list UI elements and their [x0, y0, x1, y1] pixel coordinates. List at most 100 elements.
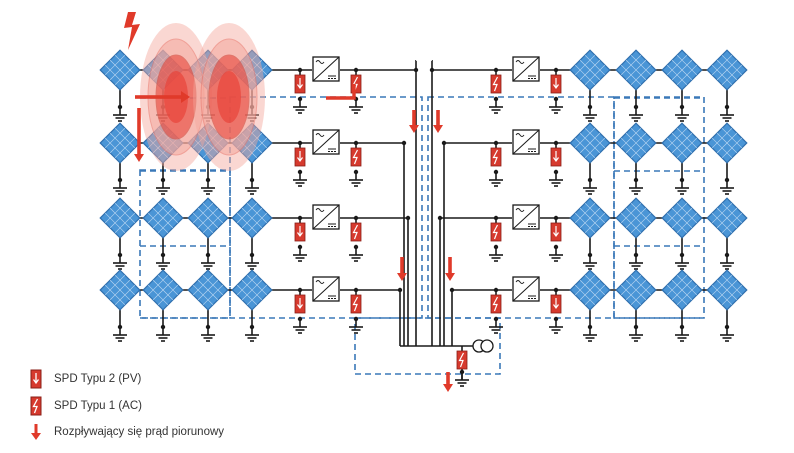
spd-symbol	[297, 151, 303, 163]
spd-type1-icon	[490, 222, 502, 242]
inverter-ac-mark	[515, 208, 525, 212]
solar-panel-cell-line	[676, 212, 698, 234]
solar-panel-cell-line	[630, 137, 652, 159]
inverter-icon	[312, 129, 340, 155]
arrow-bent-shaft	[326, 84, 356, 100]
solar-panel-cell-line	[620, 212, 642, 234]
inverter-dc-mark	[328, 223, 336, 227]
solar-panel-cell-line	[147, 212, 169, 234]
spd-type2-icon	[550, 147, 562, 167]
inverter-dc-mark	[528, 75, 536, 79]
inverter-ac-mark	[315, 280, 325, 284]
solar-panel-cell-line	[579, 59, 601, 81]
inverter-ac-mark	[315, 60, 325, 64]
inverter-icon	[512, 56, 540, 82]
spd-type2-icon	[294, 74, 306, 94]
arrow-shaft	[137, 108, 141, 155]
ground-icon	[156, 177, 170, 195]
arrow-head	[433, 125, 443, 133]
inverter-icon	[512, 204, 540, 230]
spd-type1-icon	[490, 74, 502, 94]
solar-panel-cell-line	[104, 212, 126, 234]
solar-panel-icon	[706, 49, 748, 91]
solar-panel-cell-line	[721, 212, 743, 234]
legend-spd-type1-label: SPD Typu 1 (AC)	[54, 400, 142, 412]
legend-item-current: Rozpływający się prąd piorunowy	[30, 421, 224, 443]
solar-panel-cell-line	[114, 212, 136, 234]
legend-item-spd-type2: SPD Typu 2 (PV)	[30, 368, 141, 390]
arrow-head	[443, 384, 453, 392]
spd-type2-icon	[550, 74, 562, 94]
inverter-diagonal	[312, 129, 340, 155]
solar-panel-cell-line	[104, 284, 126, 306]
spd-symbol	[458, 352, 465, 368]
solar-panel-icon	[187, 197, 229, 239]
spd-symbol	[297, 298, 303, 310]
inverter-icon	[312, 276, 340, 302]
solar-panel-icon	[142, 269, 184, 311]
legend: SPD Typu 2 (PV) SPD Typu 1 (AC) Rozpływa…	[30, 368, 290, 448]
ground-icon	[201, 252, 215, 270]
solar-panel-cell-line	[721, 284, 743, 306]
solar-panel-cell-line	[104, 64, 126, 86]
ground-icon	[629, 177, 643, 195]
spd-symbol	[352, 149, 359, 165]
ground-icon	[720, 252, 734, 270]
ground-icon	[675, 177, 689, 195]
spd-symbol	[553, 298, 559, 310]
solar-panel-cell-line	[104, 137, 126, 159]
arrow-shaft	[135, 95, 182, 99]
inverter-dc-mark	[328, 75, 336, 79]
spd-type2-icon	[294, 294, 306, 314]
solar-panel-cell-line	[666, 137, 688, 159]
spd-type1-icon	[350, 294, 362, 314]
solar-panel-icon	[661, 269, 703, 311]
spd-symbol	[352, 296, 359, 312]
solar-panel-icon	[706, 122, 748, 164]
solar-panel-cell-line	[625, 132, 647, 154]
solar-panel-cell-line	[241, 207, 263, 229]
devices	[294, 56, 562, 370]
solar-panel-cell-line	[711, 137, 733, 159]
spd-type1-icon	[456, 350, 468, 370]
inverter-ac-mark	[515, 60, 525, 64]
inverter-diagonal	[512, 276, 540, 302]
solar-panel-cell-line	[202, 284, 224, 306]
current-arrow-icon	[397, 257, 407, 281]
solar-panel-cell-line	[574, 64, 596, 86]
inverter-icon	[512, 276, 540, 302]
legend-current-label: Rozpływający się prąd piorunowy	[54, 426, 225, 438]
solar-panel-cell-line	[676, 137, 698, 159]
ground-icon	[629, 324, 643, 342]
inverter-ac-mark	[315, 133, 325, 137]
spd-symbol	[297, 226, 303, 238]
solar-panel-cell-line	[109, 207, 131, 229]
ground-icon	[113, 252, 127, 270]
solar-panel-cell-line	[625, 207, 647, 229]
ground-icon	[201, 324, 215, 342]
solar-panel-icon	[99, 197, 141, 239]
transformer-coil	[480, 339, 494, 353]
solar-panel-cell-line	[579, 207, 601, 229]
solar-panel-icon	[99, 49, 141, 91]
solar-panel-icon	[661, 197, 703, 239]
solar-panel-cell-line	[114, 137, 136, 159]
transformer-icon	[472, 339, 494, 353]
spd-symbol	[553, 151, 559, 163]
ground-icon	[549, 244, 563, 262]
bus-junction	[449, 287, 455, 293]
solar-panel-cell-line	[630, 284, 652, 306]
current-arrow-icon	[135, 91, 190, 103]
solar-panel-cell-line	[625, 59, 647, 81]
ground-icon	[113, 324, 127, 342]
current-arrows	[124, 12, 455, 392]
current-arrow-icon	[409, 110, 419, 133]
arrow-shaft	[400, 257, 404, 274]
bus-junction	[441, 140, 447, 146]
spd-type1-icon	[350, 147, 362, 167]
solar-panel-cell-line	[671, 207, 693, 229]
solar-panel-icon	[99, 269, 141, 311]
ground-icon	[489, 169, 503, 187]
inverter-icon	[312, 56, 340, 82]
solar-panel-icon	[661, 122, 703, 164]
